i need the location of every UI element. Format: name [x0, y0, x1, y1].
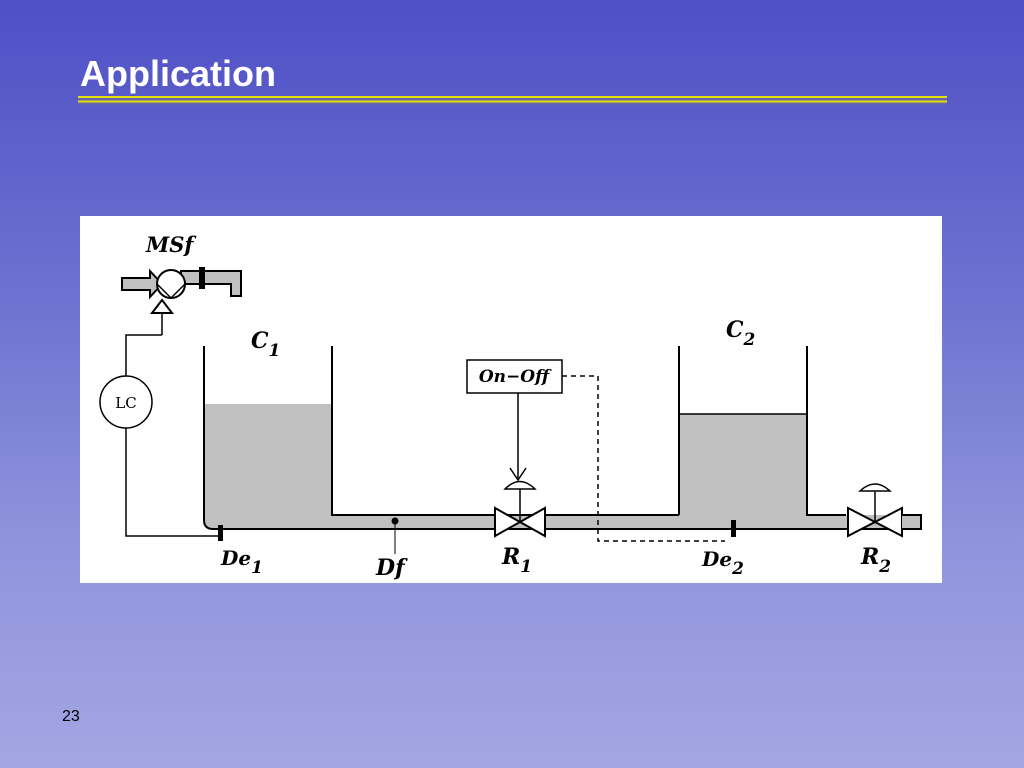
slide-title: Application: [80, 53, 276, 94]
flow-sensor-label: Df: [375, 555, 408, 581]
pump: [156, 269, 186, 300]
pump-inlet-arrow: [121, 268, 164, 300]
on-off-label: On−Off: [479, 367, 552, 387]
lc-controller: [99, 375, 153, 429]
valve-r1: [494, 480, 546, 538]
tank-2: [678, 346, 846, 516]
valve-r1-label: R1: [501, 544, 532, 577]
tank-2-label: C2: [726, 317, 756, 350]
process-diagram: MSf LC C1 De1 Df On−Off: [99, 232, 922, 581]
page-number: 23: [62, 708, 80, 725]
lc-signal-line: [125, 334, 162, 376]
level-sensor-1-label: De1: [220, 546, 263, 578]
title-rule: [78, 96, 947, 105]
level-sensor-2: [731, 520, 736, 537]
pump-actuator: [149, 298, 175, 335]
flow-sensor: [391, 517, 399, 525]
lc-label: LC: [115, 394, 136, 412]
pump-label: MSf: [145, 232, 197, 257]
lc-sensor-line: [125, 426, 221, 537]
valve-r2-label: R2: [860, 544, 891, 577]
on-off-dashed-line: [562, 375, 725, 542]
valve-r2: [847, 483, 922, 538]
pump-outlet-pipe: [180, 267, 242, 297]
level-sensor-1: [218, 525, 223, 541]
on-off-controller: [466, 359, 563, 394]
level-sensor-2-label: De2: [701, 547, 744, 579]
diagram-panel: MSf LC C1 De1 Df On−Off: [80, 216, 942, 583]
tank-1-label: C1: [251, 328, 280, 361]
